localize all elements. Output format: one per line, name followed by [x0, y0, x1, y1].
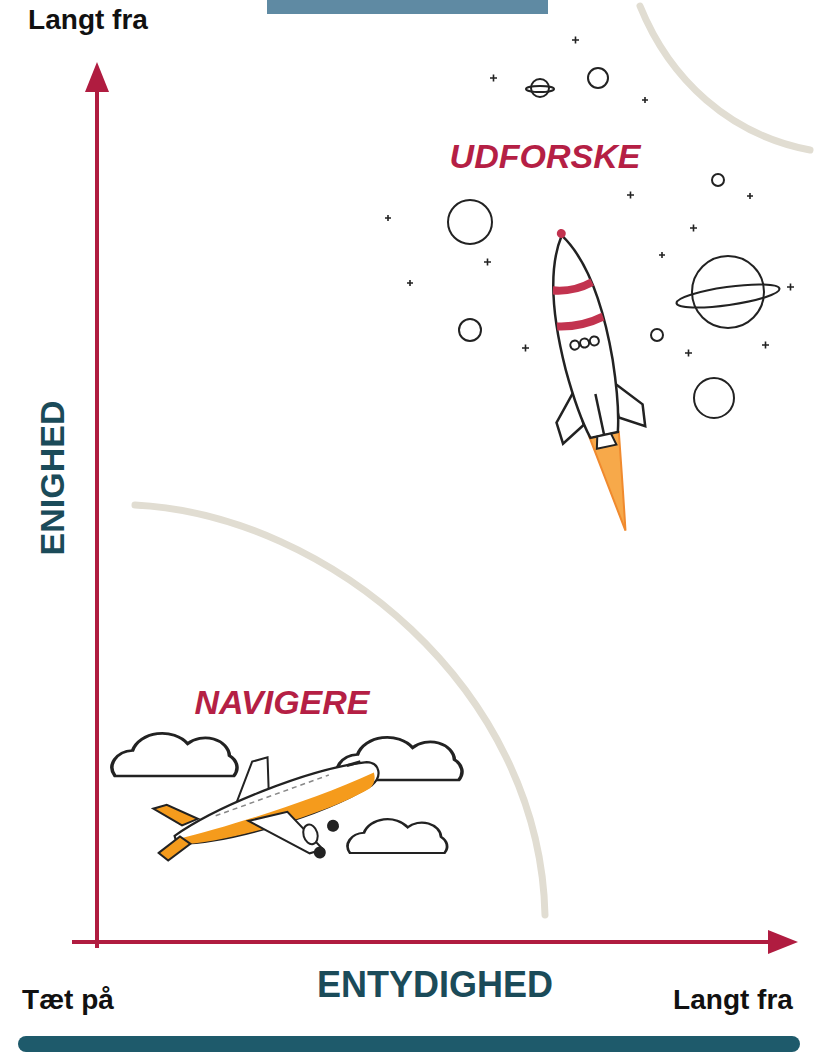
region-arc	[640, 6, 810, 150]
region-arc	[135, 505, 545, 915]
axis-end-label: Tæt på	[22, 986, 114, 1014]
bottom-bar	[18, 1036, 800, 1052]
airplane	[142, 729, 398, 901]
axis-end-label: Langt fra	[28, 6, 148, 34]
axis-title: ENTYDIGHED	[317, 967, 553, 1003]
y-axis	[85, 62, 109, 948]
top-bar	[267, 0, 548, 14]
region-label: NAVIGERE	[194, 685, 369, 719]
rocket	[517, 220, 667, 540]
x-axis	[72, 930, 798, 954]
axis-end-label: Langt fra	[673, 986, 793, 1014]
region-label: UDFORSKE	[450, 139, 641, 173]
axis-title: ENIGHED	[35, 401, 69, 556]
